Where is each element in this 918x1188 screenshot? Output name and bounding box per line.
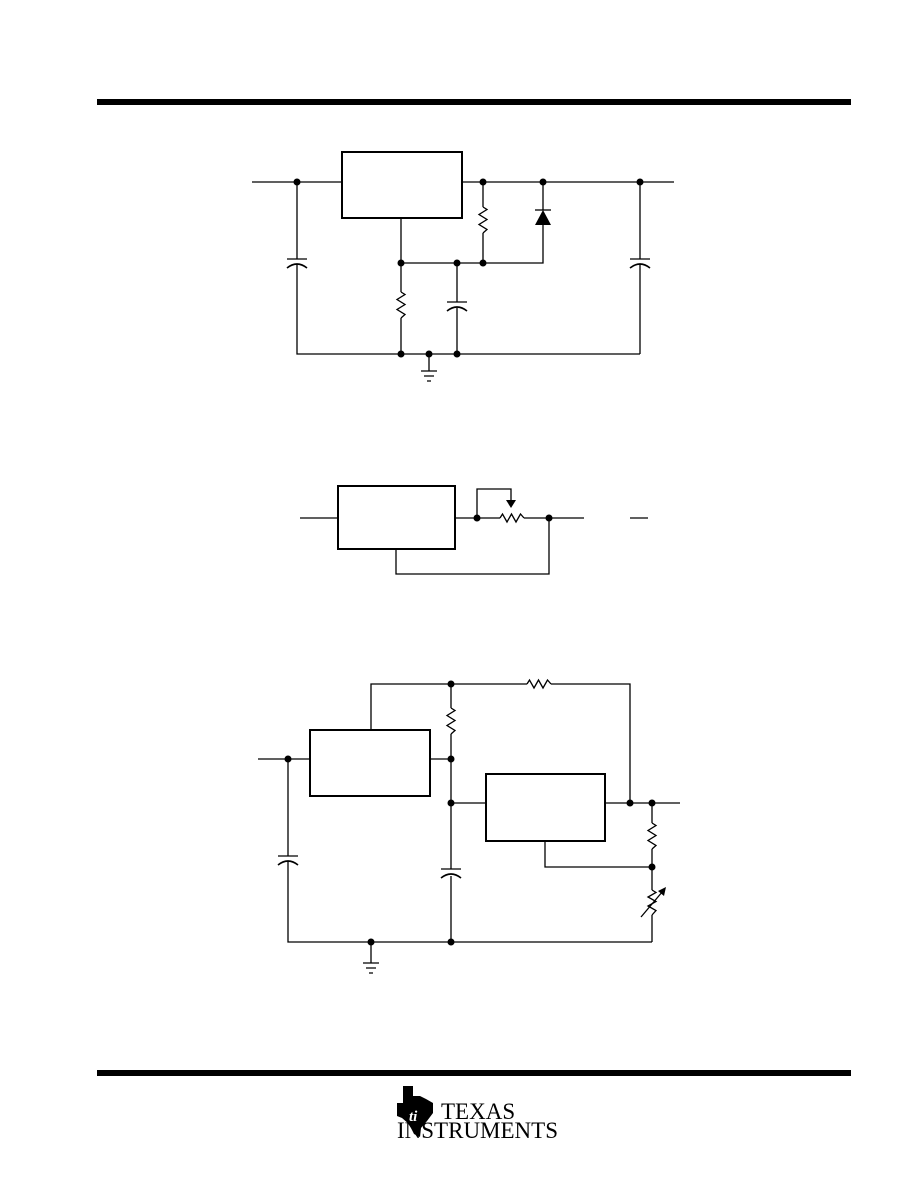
program-resistor: [395, 291, 407, 319]
ground-symbol: [363, 962, 379, 974]
set-resistor: [445, 707, 457, 735]
regulator-block-2: [485, 773, 606, 842]
footer-rule: [97, 1070, 851, 1076]
circuit-1: [252, 151, 674, 382]
diode: [535, 210, 551, 225]
texas-state-icon: ti: [397, 1086, 433, 1137]
svg-text:ti: ti: [409, 1109, 418, 1125]
logo-word-texas: TEXAS: [441, 1099, 515, 1124]
feedback-resistor: [526, 678, 552, 690]
logo-word-instruments: INSTRUMENTS: [397, 1118, 558, 1143]
variable-resistor: [646, 889, 658, 916]
regulator-block: [337, 485, 456, 550]
header-rule: [97, 99, 851, 105]
texas-instruments-logo: ti TEXAS INSTRUMENTS: [397, 1086, 558, 1143]
circuit-3: [258, 678, 680, 974]
potentiometer: [499, 512, 525, 524]
set-resistor: [477, 206, 489, 234]
regulator-block-1: [309, 729, 431, 797]
ground-symbol: [421, 370, 437, 382]
output-resistor: [646, 822, 658, 850]
regulator-block: [341, 151, 463, 219]
circuit-2: [300, 485, 648, 575]
